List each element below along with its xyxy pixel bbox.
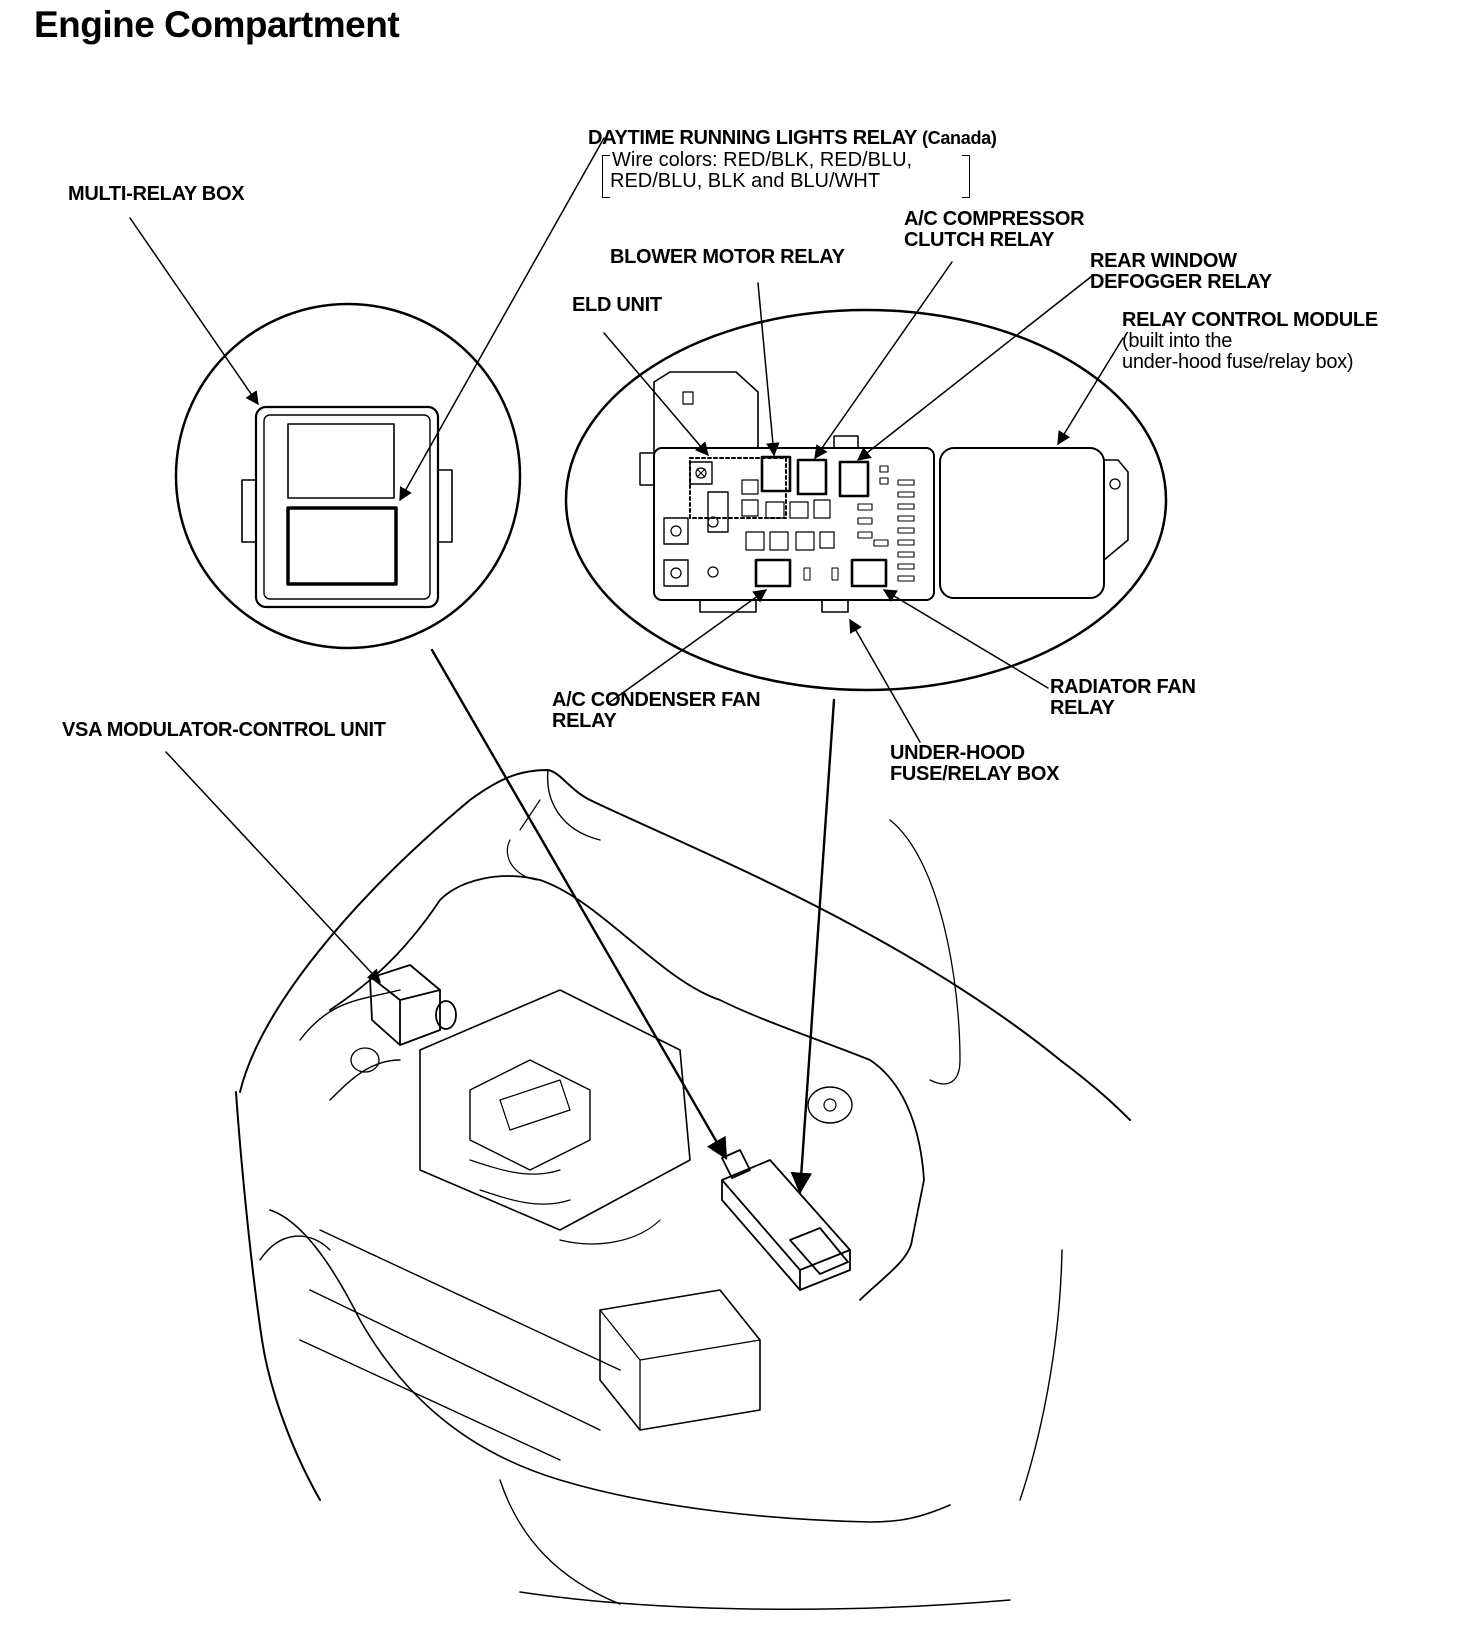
leader-multi-relay-location [432,650,726,1158]
leader-blower-motor-relay [758,283,774,455]
multi-relay-box-detail [176,304,520,648]
leader-vsa-modulator-control-unit [166,752,380,982]
leader-multi-relay-box [130,218,258,404]
leader-ac-compressor-clutch-relay [815,262,952,458]
vsa-modulator-unit [370,965,456,1045]
vehicle-line-art [236,770,1130,1609]
under-hood-fuse-box-detail [566,310,1166,690]
leader-under-hood-fuse-relay-box [850,620,920,742]
under-hood-fuse-box-3d [722,1150,850,1290]
leader-rear-window-defogger-relay [858,276,1092,460]
leader-radiator-fan-relay [884,590,1048,688]
leader-lines [130,138,1123,1192]
leader-fuse-box-location [800,700,834,1192]
leader-drl-relay [400,138,604,500]
leader-ac-condenser-fan-relay [610,590,766,702]
